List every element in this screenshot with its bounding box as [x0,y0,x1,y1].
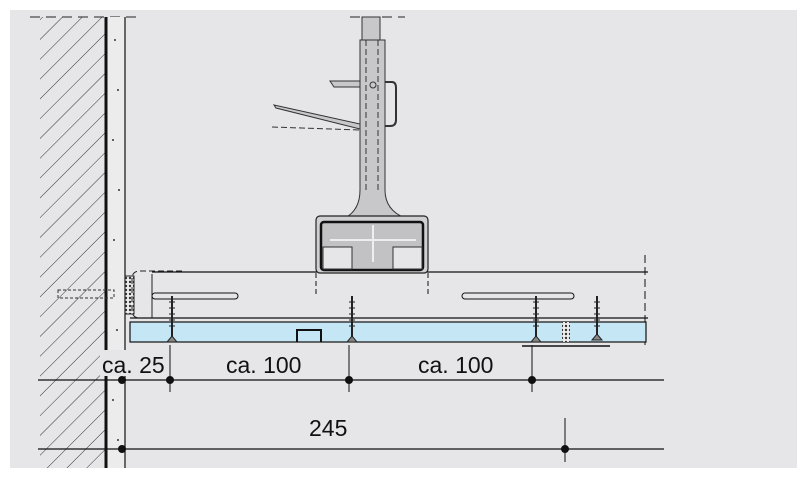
dimension-edge-spacing: ca. 25 [102,352,165,378]
anchor-screw [57,275,135,315]
connector-clip [315,215,429,295]
dimension-spacing-2: ca. 100 [418,352,493,378]
ceiling-channel [130,255,648,345]
dimension-lines [38,345,664,462]
label-bg [100,350,164,376]
screws [165,296,604,343]
dimension-total: 245 [309,415,347,441]
sealing-strip [562,322,570,342]
board-joint-clip [296,329,322,342]
wall [40,17,126,468]
hanger [271,16,406,219]
plasterboard [129,321,647,343]
dimension-spacing-1: ca. 100 [226,352,301,378]
